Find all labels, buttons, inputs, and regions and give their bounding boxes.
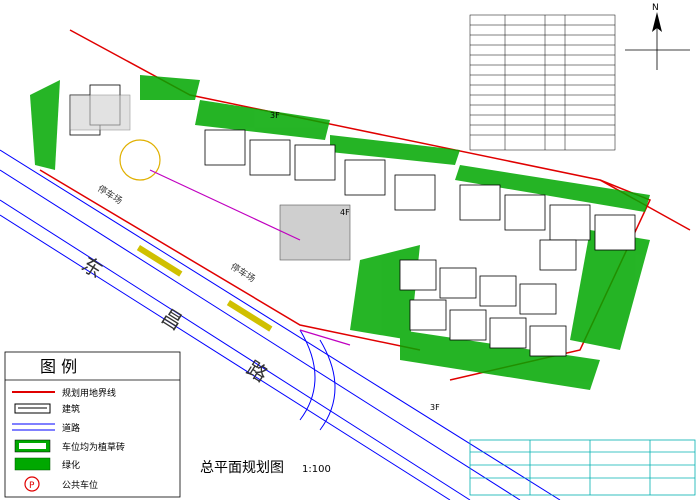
legend-item-parking: 车位均为植草砖 bbox=[14, 439, 125, 453]
parking-lot-label-1: 停车场 bbox=[95, 182, 124, 206]
internal-roads bbox=[149, 169, 351, 346]
legend-item-road: 道路 bbox=[12, 422, 80, 434]
legend: 图 例 规划用地界线 建筑 道路 车位均为植草砖 绿化 P 公共车位 bbox=[4, 351, 181, 498]
plaza-circle bbox=[119, 139, 161, 181]
legend-heading: 图 例 bbox=[40, 357, 77, 376]
green-belts bbox=[30, 75, 650, 390]
legend-item-public-parking: P 公共车位 bbox=[24, 476, 98, 492]
svg-text:3F: 3F bbox=[430, 403, 440, 412]
legend-item-green: 绿化 bbox=[14, 457, 80, 471]
page-title: 总平面规划图 bbox=[200, 460, 284, 476]
north-arrow: N bbox=[625, 3, 690, 70]
p-circle-icon: P bbox=[29, 481, 35, 491]
parking-lots bbox=[69, 94, 351, 261]
parking-lot-label-2: 停车场 bbox=[228, 260, 257, 284]
plan-scale: 1:100 bbox=[302, 464, 331, 475]
north-arrow-glyph: N bbox=[652, 3, 659, 13]
main-road bbox=[0, 149, 561, 500]
svg-text:车位均为植草砖: 车位均为植草砖 bbox=[62, 441, 125, 453]
svg-text:规划用地界线: 规划用地界线 bbox=[62, 387, 116, 399]
legend-item-redline: 规划用地界线 bbox=[12, 387, 116, 399]
frontage-planting bbox=[136, 245, 273, 332]
indicator-table bbox=[469, 14, 616, 151]
svg-text:建筑: 建筑 bbox=[62, 403, 80, 415]
svg-text:道路: 道路 bbox=[62, 422, 80, 434]
svg-text:3F: 3F bbox=[270, 111, 280, 120]
svg-text:4F: 4F bbox=[340, 208, 350, 217]
svg-text:东: 东 bbox=[77, 252, 107, 283]
legend-item-building: 建筑 bbox=[14, 403, 80, 415]
title-block bbox=[469, 439, 696, 496]
svg-text:绿化: 绿化 bbox=[62, 459, 80, 471]
block-labels: 3F 4F 3F bbox=[270, 111, 440, 412]
buildings-south bbox=[399, 239, 577, 357]
svg-text:公共车位: 公共车位 bbox=[62, 479, 98, 491]
svg-text:路: 路 bbox=[242, 356, 272, 387]
